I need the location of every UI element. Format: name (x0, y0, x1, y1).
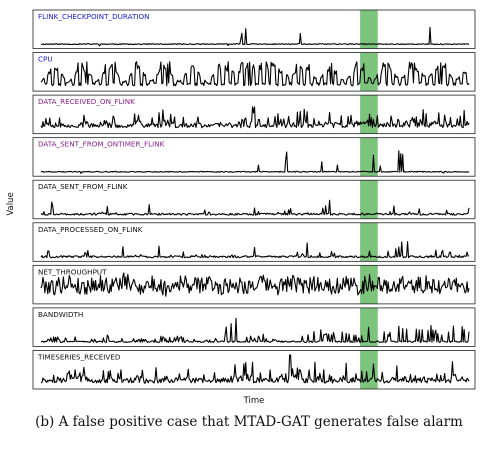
series-name-label: BANDWIDTH (38, 310, 83, 319)
series-name-label: DATA_SENT_FROM_FLINK (38, 182, 128, 191)
panel-frame (32, 307, 476, 347)
y-axis-label: Value (6, 192, 16, 215)
panels-layer: FLINK_CHECKPOINT_DURATION CPU DATA_RECEIVE… (32, 9, 476, 390)
panel-data-sent-from-flink: DATA_SENT_FROM_FLINK (32, 179, 476, 220)
panel-frame (32, 264, 476, 305)
panel-cpu: CPU (32, 52, 476, 92)
anomaly-highlight-band (360, 137, 378, 177)
series-line (40, 354, 470, 384)
panel-frame (32, 350, 476, 390)
series-line (40, 150, 470, 174)
series-name-label: NET_THROUGHPUT (38, 267, 107, 276)
anomaly-highlight-band (360, 222, 378, 262)
series-line (40, 26, 470, 47)
multi-panel-time-series-chart: FLINK_CHECKPOINT_DURATION CPU DATA_RECEIVE… (6, 9, 476, 406)
series-line (40, 199, 470, 216)
panel-net-throughput: NET_THROUGHPUT (32, 264, 476, 305)
anomaly-highlight-band (360, 180, 378, 219)
panel-data-sent-from-ontimer-flink: DATA_SENT_FROM_ONTIMER_FLINK (32, 137, 476, 177)
series-line (40, 61, 470, 87)
panel-data-processed-on-flink: DATA_PROCESSED_ON_FLINK (32, 222, 476, 262)
panel-bandwidth: BANDWIDTH (32, 307, 476, 347)
figure-caption: (b) A false positive case that MTAD-GAT … (35, 414, 463, 430)
series-line (40, 317, 470, 344)
series-line (40, 241, 470, 259)
panel-data-received-on-flink: DATA_RECEIVED_ON_FLINK (32, 94, 476, 135)
anomaly-highlight-band (360, 95, 378, 134)
series-line (40, 272, 470, 297)
x-axis-label: Time (243, 396, 265, 406)
anomaly-highlight-band (360, 52, 378, 92)
panel-frame (32, 222, 476, 262)
series-name-label: DATA_SENT_FROM_ONTIMER_FLINK (38, 140, 165, 149)
panel-flink-checkpoint-duration: FLINK_CHECKPOINT_DURATION (32, 9, 476, 49)
series-name-label: FLINK_CHECKPOINT_DURATION (38, 12, 150, 21)
panel-frame (32, 179, 476, 220)
anomaly-highlight-band (360, 350, 378, 389)
panel-frame (32, 9, 476, 49)
series-name-label: CPU (38, 55, 53, 64)
panel-timeseries-received: TIMESERIES_RECEIVED (32, 350, 476, 390)
anomaly-highlight-band (360, 10, 378, 49)
series-line (40, 106, 470, 129)
panel-frame (32, 94, 476, 135)
series-name-label: TIMESERIES_RECEIVED (37, 352, 121, 361)
panel-frame (32, 52, 476, 92)
panel-frame (32, 137, 476, 177)
series-name-label: DATA_PROCESSED_ON_FLINK (38, 225, 143, 234)
series-name-label: DATA_RECEIVED_ON_FLINK (38, 97, 135, 106)
